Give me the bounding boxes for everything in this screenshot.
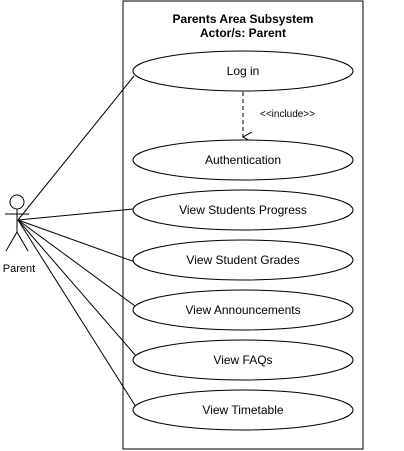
boundary-title: Parents Area Subsystem [173,12,314,26]
use-case-label: Authentication [205,153,281,167]
association-faqs [17,219,137,357]
use-case-view-students-progress[interactable]: View Students Progress [132,189,354,231]
use-case-log-in[interactable]: Log in [132,50,354,92]
actor-parent[interactable] [5,194,29,252]
actor-right-leg [16,231,29,252]
use-case-view-faqs[interactable]: View FAQs [132,339,354,381]
association-announcements [17,219,136,307]
use-case-label: View Timetable [202,403,283,417]
use-case-view-announcements[interactable]: View Announcements [132,289,354,331]
include-stereotype: <<include>> [260,109,315,120]
use-case-label: Log in [227,64,260,78]
use-case-label: View Announcements [185,303,300,317]
use-case-label: View Student Grades [186,253,299,267]
association-students-progress [17,208,134,221]
use-case-view-timetable[interactable]: View Timetable [132,389,354,431]
use-case-authentication[interactable]: Authentication [132,139,354,181]
actor-left-leg [5,231,18,252]
use-case-view-student-grades[interactable]: View Student Grades [132,239,354,281]
use-case-label: View FAQs [213,353,272,367]
actor-label: Parent [3,263,35,275]
association-log-in [17,75,135,221]
use-case-label: View Students Progress [179,203,307,217]
boundary-actors: Actor/s: Parent [200,26,286,40]
associations [17,75,137,408]
association-student-grades [17,219,136,263]
association-timetable [17,219,137,408]
actor-head [9,194,25,210]
